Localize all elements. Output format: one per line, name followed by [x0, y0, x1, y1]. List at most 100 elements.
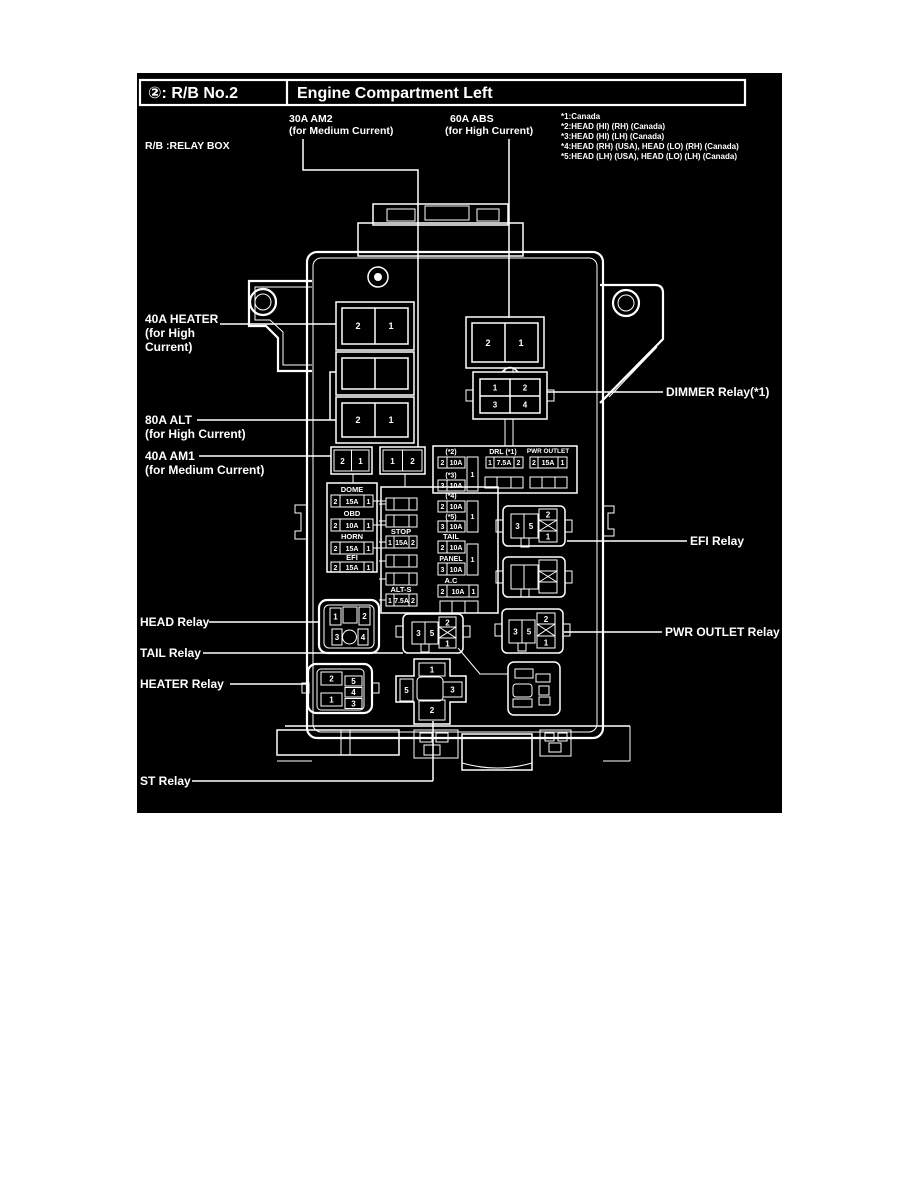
- svg-text:3: 3: [441, 524, 445, 531]
- label-pwr-outlet-relay: PWR OUTLET Relay: [665, 625, 780, 639]
- svg-text:4: 4: [361, 633, 366, 642]
- svg-text:1: 1: [493, 384, 498, 393]
- page-title: Engine Compartment Left: [297, 85, 493, 102]
- svg-text:15A: 15A: [346, 546, 359, 553]
- tail-relay-block: 3 5 2 1: [395, 613, 471, 654]
- svg-text:(for High Current): (for High Current): [445, 125, 533, 137]
- svg-text:2: 2: [411, 598, 415, 605]
- svg-text:10A: 10A: [452, 589, 465, 596]
- label-head-relay: HEAD Relay: [140, 615, 210, 629]
- screw-icon: [367, 266, 389, 288]
- svg-text:1: 1: [471, 472, 475, 479]
- svg-text:2: 2: [441, 545, 445, 552]
- svg-text:5: 5: [527, 628, 532, 637]
- svg-text:10A: 10A: [450, 524, 463, 531]
- dimmer-relay-block: 1 2 3 4: [465, 366, 555, 446]
- svg-text:1: 1: [488, 460, 492, 467]
- svg-text:10A: 10A: [450, 460, 463, 467]
- svg-text:(for High Current): (for High Current): [145, 427, 246, 441]
- svg-text:1: 1: [390, 457, 395, 466]
- note-3: *3:HEAD (HI) (LH) (Canada): [561, 132, 664, 141]
- svg-text:2: 2: [334, 523, 338, 530]
- label-heater-relay: HEATER Relay: [140, 677, 224, 691]
- svg-text:2: 2: [546, 511, 551, 520]
- svg-text:OBD: OBD: [344, 509, 361, 518]
- svg-text:2: 2: [532, 460, 536, 467]
- svg-text:1: 1: [430, 666, 435, 675]
- head-relay-block: 1 2 3 4: [317, 598, 381, 655]
- svg-text:(for Medium Current): (for Medium Current): [289, 125, 393, 137]
- svg-text:1: 1: [367, 546, 371, 553]
- fuse-group-tail-panel: TAIL 2 10A PANEL 3 10A 1: [437, 532, 479, 576]
- svg-text:1: 1: [329, 696, 334, 705]
- svg-text:3: 3: [513, 628, 518, 637]
- label-efi-relay: EFI Relay: [690, 534, 744, 548]
- relay-box-body-outline: [305, 250, 605, 740]
- callout-30a-am2: 30A AM2 (for Medium Current): [289, 113, 393, 137]
- svg-text:1: 1: [388, 540, 392, 547]
- fuse-30a-am2: 1 2: [352, 446, 426, 487]
- svg-text:EFI: EFI: [346, 553, 358, 562]
- svg-text:1: 1: [546, 533, 551, 542]
- svg-text:1: 1: [367, 499, 371, 506]
- svg-text:Current): Current): [145, 340, 192, 354]
- svg-text:7.5A: 7.5A: [394, 598, 409, 605]
- blank-relay-block: [495, 556, 573, 598]
- svg-text:80A ALT: 80A ALT: [145, 413, 193, 427]
- label-st-relay: ST Relay: [140, 774, 191, 788]
- svg-text:A.C: A.C: [445, 576, 459, 585]
- svg-text:ALT-S: ALT-S: [390, 585, 411, 594]
- svg-text:2: 2: [355, 321, 360, 331]
- fuse-80a-alt: 2 1: [335, 396, 415, 444]
- label-tail-relay: TAIL Relay: [140, 646, 201, 660]
- svg-text:2: 2: [523, 384, 528, 393]
- svg-text:5: 5: [351, 677, 356, 686]
- fuse-blank-large: [335, 351, 415, 396]
- svg-text:10A: 10A: [450, 483, 463, 490]
- svg-text:2: 2: [329, 675, 334, 684]
- footnotes: *1:Canada *2:HEAD (HI) (RH) (Canada) *3:…: [561, 112, 739, 161]
- svg-text:1: 1: [445, 640, 450, 649]
- svg-text:PWR OUTLET: PWR OUTLET: [527, 448, 569, 455]
- bottom-base: [276, 725, 631, 771]
- left-callouts: 40A HEATER (for High Current) 80A ALT (f…: [140, 312, 264, 788]
- svg-text:40A AM1: 40A AM1: [145, 449, 195, 463]
- svg-text:1: 1: [561, 460, 565, 467]
- svg-text:2: 2: [441, 460, 445, 467]
- svg-text:3: 3: [416, 629, 421, 638]
- svg-text:7.5A: 7.5A: [497, 460, 512, 467]
- svg-text:(*3): (*3): [445, 473, 456, 480]
- svg-text:1: 1: [544, 639, 549, 648]
- title-ref: ②: R/B No.2: [148, 85, 238, 102]
- svg-text:1: 1: [367, 565, 371, 572]
- fuse-group-star45: (*4) 2 10A (*5) 3 10A 1: [437, 493, 479, 533]
- svg-text:1: 1: [471, 514, 475, 521]
- svg-text:2: 2: [411, 540, 415, 547]
- svg-text:1: 1: [388, 598, 392, 605]
- svg-text:10A: 10A: [450, 567, 463, 574]
- svg-text:DOME: DOME: [341, 485, 364, 494]
- fuse-40a-am1: 2 1: [330, 446, 373, 475]
- svg-text:4: 4: [351, 688, 356, 697]
- svg-text:1: 1: [358, 457, 363, 466]
- svg-text:1: 1: [518, 338, 523, 348]
- svg-text:(*5): (*5): [445, 514, 456, 521]
- svg-text:5: 5: [430, 629, 435, 638]
- svg-text:1: 1: [471, 557, 475, 564]
- left-edge-clip: [294, 504, 307, 540]
- legend-relay-box: R/B :RELAY BOX: [145, 140, 230, 152]
- label-dimmer-relay: DIMMER Relay(*1): [666, 385, 769, 399]
- note-5: *5:HEAD (LH) (USA), HEAD (LO) (LH) (Cana…: [561, 152, 737, 161]
- svg-text:60A ABS: 60A ABS: [450, 113, 494, 125]
- fuse-ac: A.C 2 10A 1: [437, 576, 479, 614]
- svg-text:15A: 15A: [395, 540, 408, 547]
- svg-text:2: 2: [485, 338, 490, 348]
- svg-text:15A: 15A: [346, 499, 359, 506]
- upper-fuse-cluster-box: [432, 445, 578, 494]
- note-1: *1:Canada: [561, 112, 601, 121]
- svg-text:10A: 10A: [346, 523, 359, 530]
- svg-text:1: 1: [367, 523, 371, 530]
- svg-text:1: 1: [388, 415, 393, 425]
- fuse-40a-heater: 2 1: [335, 301, 415, 351]
